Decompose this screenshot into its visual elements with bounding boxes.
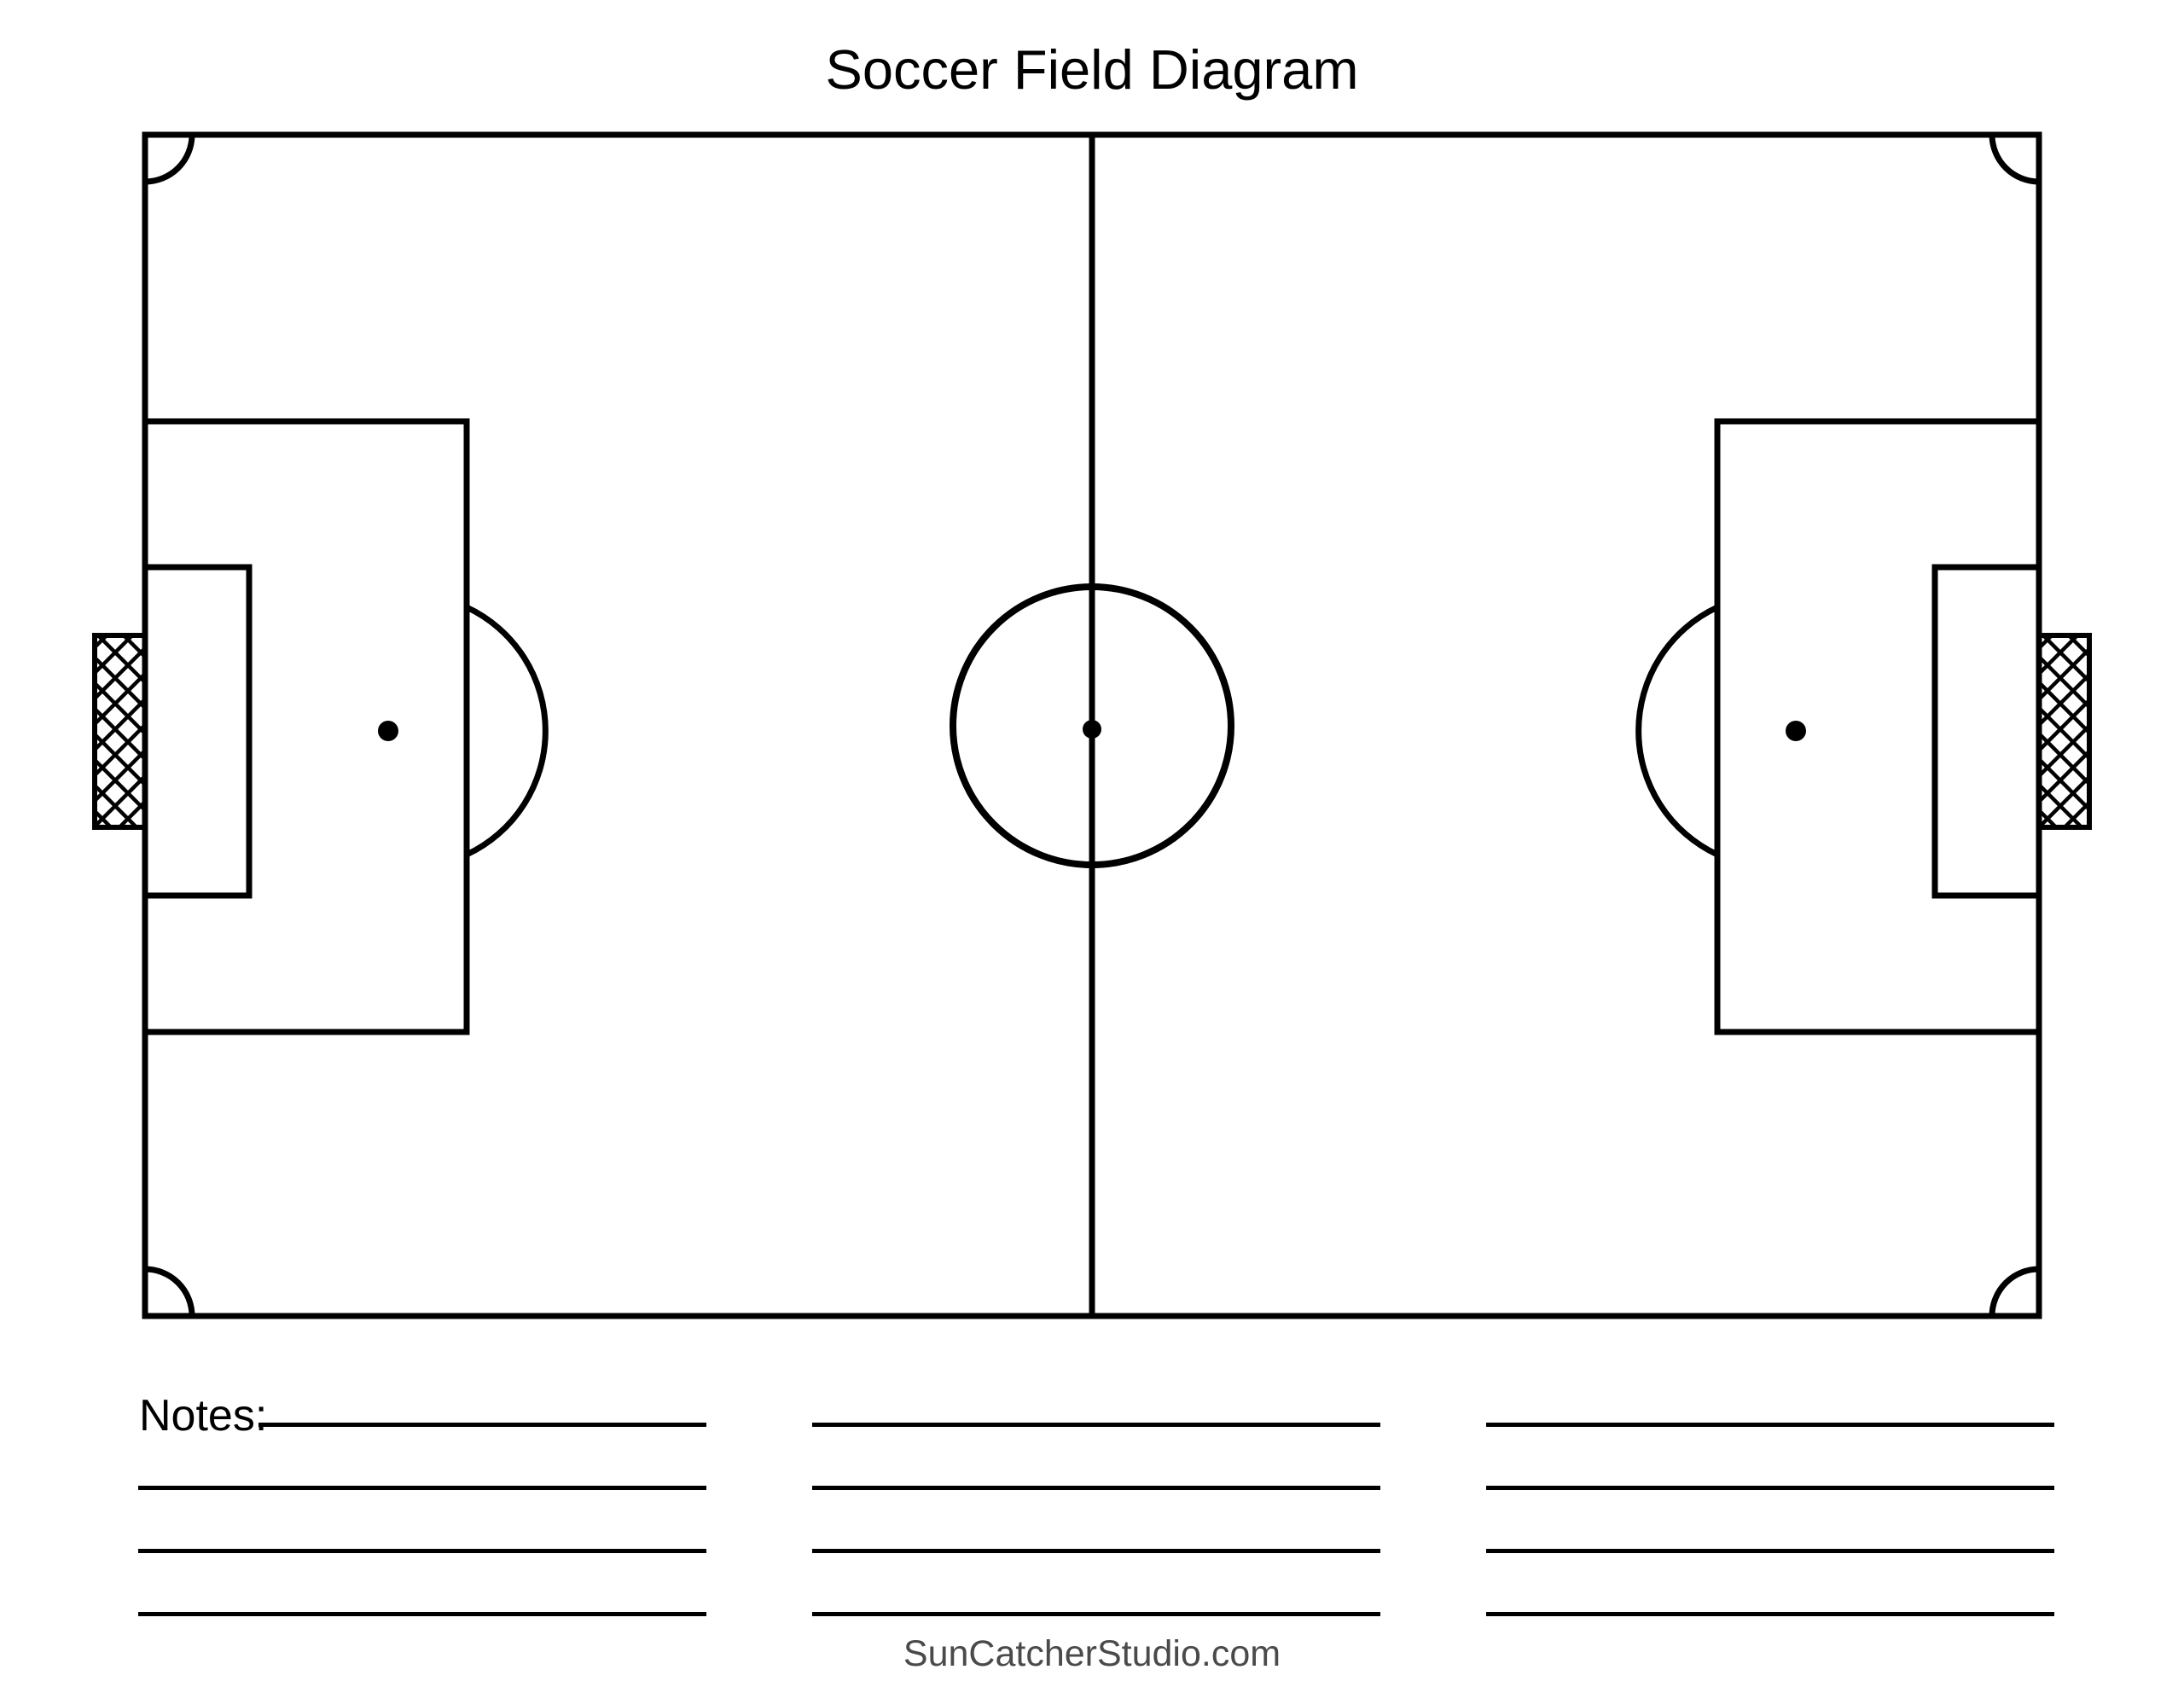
penalty-spot-left: [378, 721, 398, 741]
notes-line: [258, 1423, 706, 1427]
page-title: Soccer Field Diagram: [825, 38, 1359, 101]
notes-label: Notes:: [139, 1391, 268, 1441]
goal-net-left: [92, 633, 148, 830]
notes-line: [812, 1423, 1380, 1427]
corner-arc-top-right: [1989, 134, 2040, 185]
notes-line: [138, 1549, 706, 1553]
notes-line: [1486, 1423, 2054, 1427]
notes-line: [812, 1486, 1380, 1490]
corner-arc-bottom-right: [1989, 1266, 2040, 1317]
corner-arc-bottom-left: [144, 1266, 195, 1317]
notes-line: [138, 1612, 706, 1616]
center-spot: [1083, 720, 1101, 739]
goal-area-right: [1931, 564, 2042, 899]
notes-line: [138, 1486, 706, 1490]
notes-line: [1486, 1612, 2054, 1616]
penalty-arc-right: [1635, 604, 1719, 858]
notes-line: [812, 1549, 1380, 1553]
notes-line: [1486, 1486, 2054, 1490]
penalty-spot-right: [1786, 721, 1806, 741]
soccer-field-diagram: [92, 131, 2092, 1319]
corner-arc-top-left: [144, 134, 195, 185]
center-circle: [950, 583, 1234, 868]
notes-line: [1486, 1549, 2054, 1553]
notes-line: [812, 1612, 1380, 1616]
footer-watermark: SunCatcherStudio.com: [903, 1633, 1281, 1674]
penalty-arc-left: [465, 604, 549, 858]
goal-area-left: [142, 564, 253, 899]
goal-net-right: [2036, 633, 2092, 830]
